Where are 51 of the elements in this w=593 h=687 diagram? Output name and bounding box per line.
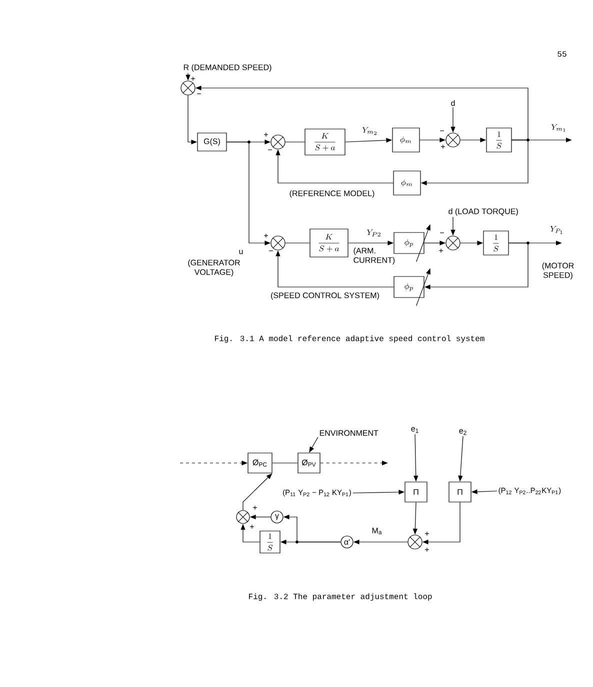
transfer-block: $\frac{1}{S}$: [486, 128, 512, 152]
sign-symbol: +: [250, 524, 254, 529]
block-caption: (SPEED CONTROL SYSTEM): [271, 292, 379, 300]
transfer-block: $\phi_{m}$: [393, 170, 421, 196]
sign-symbol: −: [440, 232, 444, 234]
sign-symbol: −: [269, 250, 273, 252]
signal-label: e$_{2}$: [459, 429, 466, 435]
signal-label: d (LOAD TORQUE): [448, 208, 518, 216]
transfer-block: Ø$_{PV}$: [298, 452, 320, 474]
transfer-block: $\phi_{m}$: [392, 128, 420, 152]
sign-symbol: −: [440, 130, 444, 132]
sign-symbol: +: [264, 132, 268, 137]
signal-label: d: [451, 100, 455, 106]
signal-label: (GENERATOR VOLTAGE): [188, 260, 240, 276]
sign-symbol: +: [425, 532, 429, 536]
sign-symbol: +: [253, 506, 257, 510]
transfer-block: Π: [404, 482, 428, 502]
edge-label: M$_{a}$: [370, 526, 384, 536]
summing-junction: [180, 80, 196, 96]
summing-junction: [446, 236, 460, 250]
summing-junction: [446, 132, 460, 148]
transfer-block: G(S): [197, 132, 227, 152]
transfer-block: Π: [448, 482, 472, 502]
summing-junction: [236, 510, 250, 524]
signal-label: R (DEMANDED SPEED): [184, 64, 272, 72]
transfer-block: $\frac{K}{S+a}$: [304, 128, 346, 156]
summing-junction: [270, 236, 286, 250]
summing-junction: [270, 134, 286, 150]
block-caption: (REFERENCE MODEL): [290, 190, 374, 198]
sign-symbol: +: [439, 248, 443, 253]
page-number: 55: [558, 51, 566, 57]
transfer-block: $\frac{1}{S}$: [260, 530, 280, 554]
sign-symbol: +: [425, 548, 429, 552]
transfer-block: Ø$_{PC}$: [248, 452, 272, 474]
signal-label: ENVIRONMENT: [320, 430, 378, 436]
signal-label: u: [239, 250, 243, 254]
sign-symbol: +: [191, 76, 195, 81]
transfer-block: $\frac{K}{S+a}$: [310, 228, 348, 258]
edge-label: $Y_{m_{2}}$: [361, 126, 379, 136]
summing-junction: [408, 534, 422, 550]
edge-label: $Y_{P2}$: [366, 228, 382, 238]
signal-label: e$_{1}$: [411, 427, 418, 433]
figure-caption: Fig. 3.1 A model reference adaptive speed control system: [215, 335, 484, 343]
edge-label: $Y_{m_{1}}$: [550, 123, 568, 133]
signal-label: (MOTOR SPEED): [542, 262, 574, 280]
edge-label: $Y_{P_{1}}$: [549, 225, 565, 235]
figure-caption: Fig. 3.2 The parameter adjustment loop: [249, 593, 432, 601]
sign-symbol: +: [264, 234, 268, 238]
transfer-block: $\frac{1}{S}$: [483, 230, 509, 256]
sign-symbol: +: [441, 144, 445, 149]
signal-label: (ARM. CURRENT): [354, 248, 395, 264]
